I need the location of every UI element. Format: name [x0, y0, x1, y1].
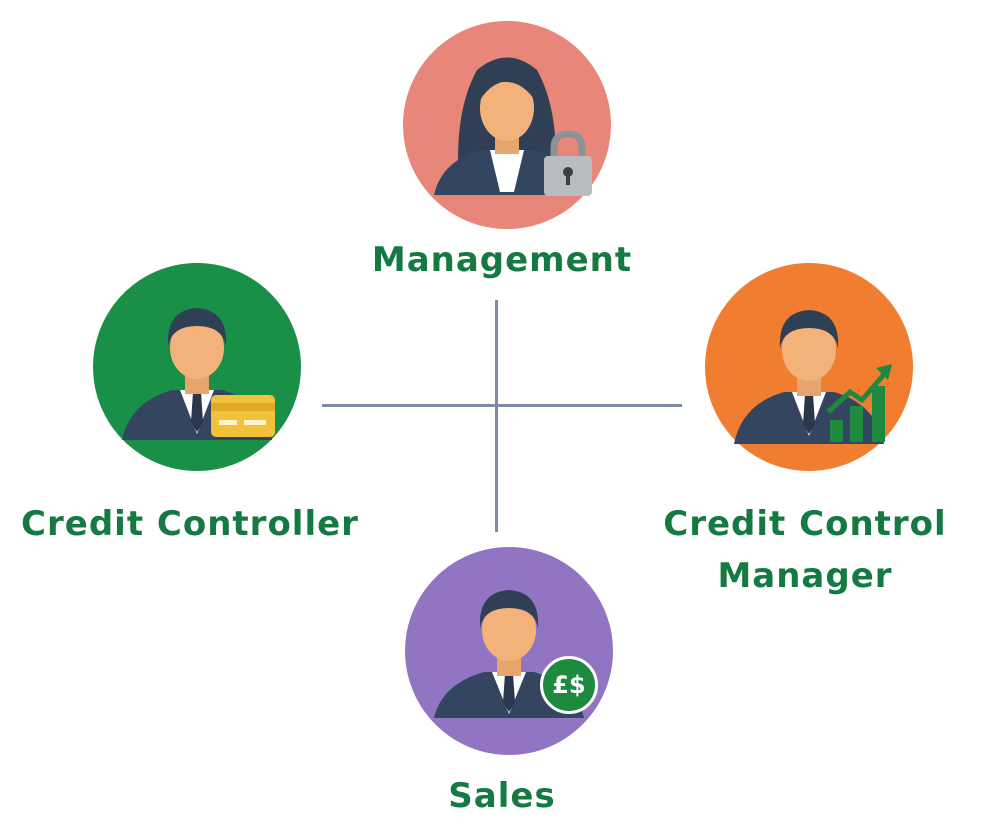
growth-chart-icon: [826, 364, 892, 442]
management-label: Management: [371, 240, 633, 280]
credit-controller-label: Credit Controller: [21, 504, 359, 544]
vertical-connector-line: [495, 300, 498, 532]
management-avatar: [402, 20, 612, 230]
credit-card-icon: [211, 395, 275, 437]
credit-control-manager-avatar: [704, 262, 914, 472]
currency-badge-text: £$: [552, 671, 586, 699]
padlock-icon: [544, 130, 592, 196]
horizontal-connector-line: [322, 404, 682, 407]
credit-controller-avatar: [92, 262, 302, 472]
sales-avatar: £$: [404, 546, 614, 756]
sales-label: Sales: [448, 776, 556, 816]
credit-control-manager-label: Credit Control Manager: [663, 504, 947, 596]
currency-badge-icon: £$: [540, 656, 598, 714]
